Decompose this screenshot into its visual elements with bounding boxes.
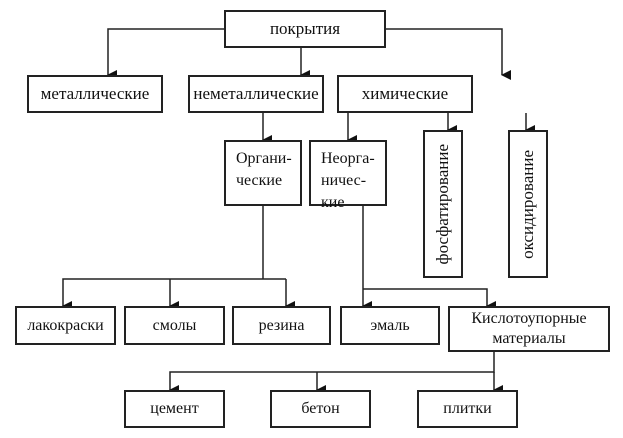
node-chemical: химические <box>337 75 473 113</box>
node-label: металлические <box>40 84 150 103</box>
node-label: Кислотоупорные материалы <box>471 310 587 347</box>
node-rubber: резина <box>232 306 331 345</box>
node-resins: смолы <box>124 306 225 345</box>
node-label: химические <box>361 84 449 103</box>
node-nonmetallic: неметаллические <box>188 75 324 113</box>
node-label: эмаль <box>370 316 410 334</box>
edge-acidproof-bus <box>169 352 495 395</box>
edge-organic-paints <box>62 278 286 311</box>
node-label: смолы <box>152 316 197 334</box>
node-label: оксидирование <box>518 149 537 259</box>
node-paints: лакокраски <box>15 306 116 345</box>
edge-root-chemical <box>386 28 511 80</box>
node-label: резина <box>258 316 305 334</box>
node-label: Органи- ческие <box>236 150 292 189</box>
node-label: покрытия <box>269 19 341 38</box>
node-oxidizing: оксидирование <box>508 130 548 278</box>
node-acidproof: Кислотоупорные материалы <box>448 306 610 352</box>
node-label: плитки <box>443 400 492 417</box>
node-coatings: покрытия <box>224 10 386 48</box>
node-label: бетон <box>301 400 340 417</box>
edge-root-metallic <box>107 28 224 80</box>
edge-inorganic-acidproof <box>363 288 496 311</box>
node-inorganic: Неорга- ничес- кие <box>309 140 387 211</box>
node-label: цемент <box>150 400 199 417</box>
node-metallic: металлические <box>27 75 163 113</box>
node-cement: цемент <box>124 390 225 428</box>
node-label: лакокраски <box>27 316 104 334</box>
node-phosphating: фосфатирование <box>423 130 463 278</box>
node-tiles: плитки <box>417 390 518 428</box>
node-label: Неорга- ничес- кие <box>321 150 375 211</box>
node-concrete: бетон <box>270 390 371 428</box>
node-label: фосфатирование <box>433 143 452 265</box>
node-enamel: эмаль <box>340 306 440 345</box>
node-organic: Органи- ческие <box>224 140 302 206</box>
node-label: неметаллические <box>193 84 319 103</box>
